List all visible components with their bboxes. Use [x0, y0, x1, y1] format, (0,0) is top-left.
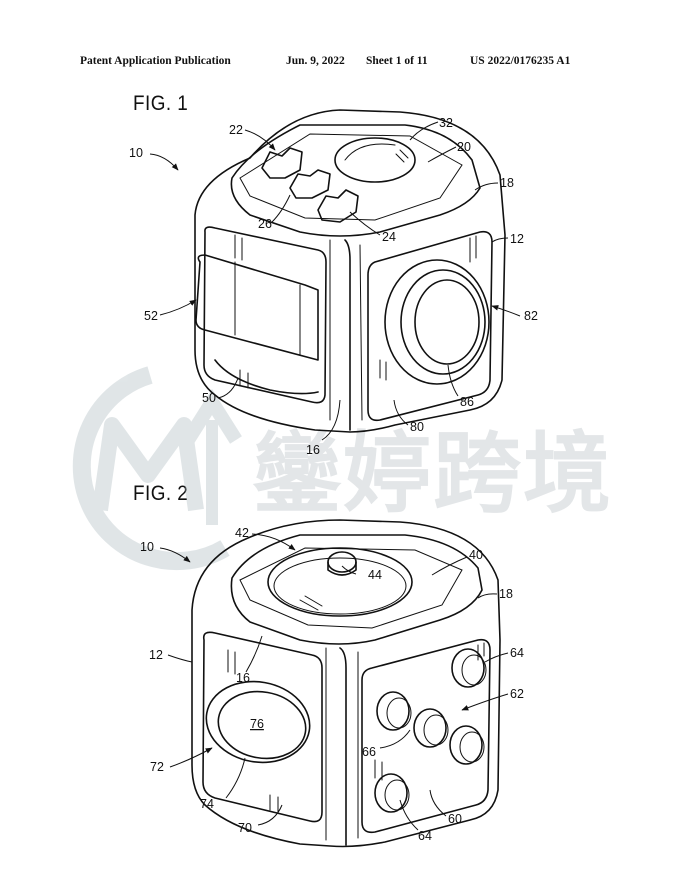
ref-label: 20: [457, 140, 471, 154]
publication-date: Jun. 9, 2022: [286, 55, 345, 67]
ref-label: 32: [439, 116, 453, 130]
fig-2-cube: [191, 519, 501, 848]
ref-label: 42: [235, 526, 249, 540]
ref-label: 12: [510, 232, 524, 246]
ref-label: 22: [229, 123, 243, 137]
ref-label: 24: [382, 230, 396, 244]
fig-2-refs: 10 42 40 44 18 12 16 64 62 76 66 72 74 7…: [140, 526, 524, 843]
button-cluster: [374, 648, 487, 813]
fig-1-cube: [194, 109, 506, 433]
ref-label: 72: [150, 760, 164, 774]
fig-2-leaders: [159, 533, 509, 831]
ref-label: 44: [368, 568, 382, 582]
ref-label: 52: [144, 309, 158, 323]
publication-number: US 2022/0176235 A1: [470, 55, 571, 67]
publication-title: Patent Application Publication: [80, 55, 231, 67]
watermark-text: 鑾婷跨境: [253, 422, 614, 525]
ref-label: 70: [238, 821, 252, 835]
ref-label: 18: [499, 587, 513, 601]
ref-label: 16: [306, 443, 320, 457]
fig-1-refs: 10 22 32 20 18 26 24 12 52 82 50 86 80 1…: [129, 116, 538, 457]
ref-label: 18: [500, 176, 514, 190]
ref-label: 76: [250, 717, 264, 731]
ref-label: 74: [200, 797, 214, 811]
ref-label: 86: [460, 395, 474, 409]
ref-label: 64: [510, 646, 524, 660]
ref-label: 10: [140, 540, 154, 554]
ref-label: 40: [469, 548, 483, 562]
sheet-number: Sheet 1 of 11: [366, 55, 428, 67]
fig-2-label: FIG. 2: [133, 482, 189, 505]
ref-label: 12: [149, 648, 163, 662]
ref-label: 60: [448, 812, 462, 826]
ref-label: 50: [202, 391, 216, 405]
page-header: Patent Application Publication Jun. 9, 2…: [0, 55, 686, 73]
ref-label: 64: [418, 829, 432, 843]
ref-label: 66: [362, 745, 376, 759]
ref-label: 80: [410, 420, 424, 434]
ref-label: 16: [236, 671, 250, 685]
fig-1-leaders: [149, 121, 521, 441]
ref-label: 10: [129, 146, 143, 160]
ref-label: 62: [510, 687, 524, 701]
ref-label: 82: [524, 309, 538, 323]
fig-1-label: FIG. 1: [133, 92, 189, 115]
ref-label: 26: [258, 217, 272, 231]
